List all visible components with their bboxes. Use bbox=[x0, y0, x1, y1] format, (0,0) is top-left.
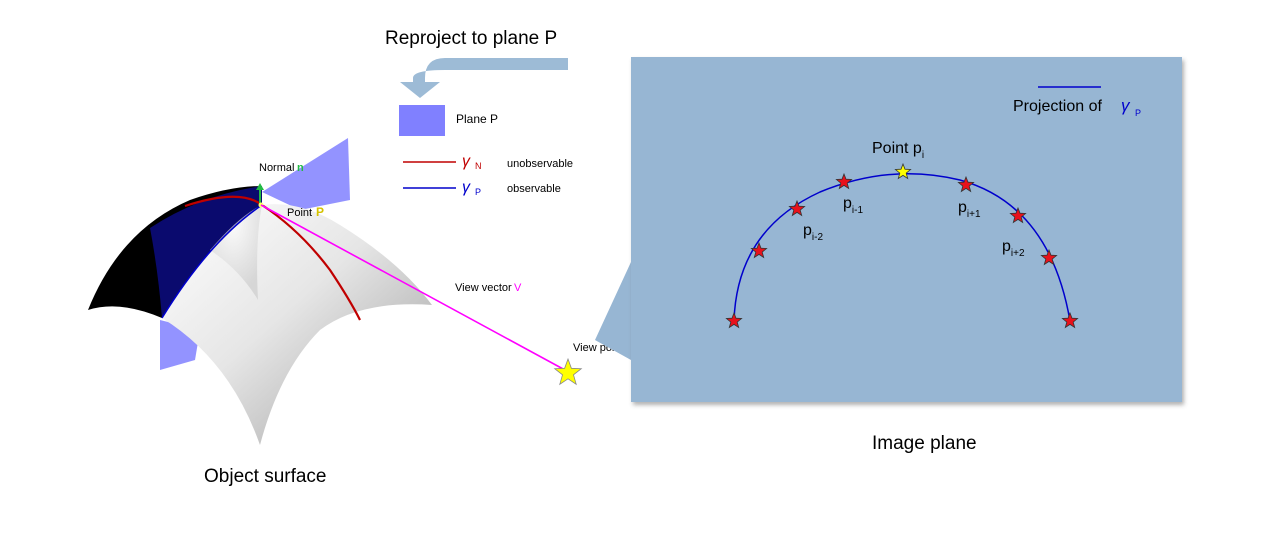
point-label-i-1: pi-1 bbox=[843, 195, 863, 216]
object-surface-caption: Object surface bbox=[204, 466, 327, 487]
point-label-i+1: pi+1 bbox=[958, 199, 981, 220]
current-point-sub: i bbox=[922, 150, 924, 161]
image-plane-callout bbox=[595, 262, 631, 360]
image-plane-caption: Image plane bbox=[872, 433, 977, 454]
projected-point-star bbox=[835, 172, 853, 190]
projected-point-star bbox=[750, 241, 768, 259]
point-label-sub: i+1 bbox=[967, 209, 981, 220]
point-label-sub: i-1 bbox=[852, 205, 864, 216]
arrow-shape bbox=[400, 58, 568, 98]
projected-point-star bbox=[1009, 206, 1027, 224]
current-point-word: Point bbox=[872, 140, 909, 157]
projected-point-star bbox=[1040, 248, 1058, 266]
view-vector-symbol: V bbox=[514, 282, 522, 294]
view-vector-label: View vector bbox=[455, 282, 512, 294]
legend-gamma-p-desc: observable bbox=[507, 183, 561, 195]
legend-plane-label: Plane P bbox=[456, 112, 498, 126]
title: Reproject to plane P bbox=[385, 28, 557, 49]
projected-point-star bbox=[1061, 311, 1079, 329]
point-label-sub: i+2 bbox=[1011, 248, 1025, 259]
normal-label: Normal bbox=[259, 162, 294, 174]
legend: Plane P γ N unobservable γ P observable bbox=[399, 105, 573, 197]
surface-highlight bbox=[210, 205, 262, 300]
normal-arrow-head bbox=[256, 183, 264, 190]
point-label-base: p bbox=[803, 222, 812, 239]
image-plane: Projection of γ P Point pi pi-2 pi-1 pi+… bbox=[595, 57, 1182, 454]
image-plane-panel bbox=[631, 57, 1182, 402]
plane-swatch bbox=[399, 105, 445, 136]
view-vector-line bbox=[260, 204, 566, 371]
point-label-base: p bbox=[958, 199, 967, 216]
plane-slice bbox=[150, 186, 262, 318]
projected-point-star-current bbox=[894, 162, 912, 180]
reproject-arrow bbox=[400, 58, 568, 98]
normal-symbol: n bbox=[297, 162, 304, 174]
legend-gamma-n-sub: N bbox=[475, 161, 482, 171]
legend-gamma-p-sub: P bbox=[475, 187, 481, 197]
projection-legend-label: Projection of bbox=[1013, 98, 1102, 115]
current-point-label: Point pi bbox=[872, 140, 924, 161]
point-label: Point bbox=[287, 207, 312, 219]
legend-gamma-p-symbol: γ bbox=[462, 179, 471, 196]
gamma-n-curve bbox=[184, 195, 361, 321]
point-label-sub: i-2 bbox=[812, 232, 824, 243]
projected-curve bbox=[733, 172, 1071, 322]
plane-upper bbox=[262, 138, 350, 210]
projection-legend-symbol: γ bbox=[1121, 96, 1131, 115]
projected-point-star bbox=[957, 175, 975, 193]
projection-legend-sub: P bbox=[1135, 108, 1141, 118]
legend-gamma-n-desc: unobservable bbox=[507, 158, 573, 170]
projected-points bbox=[725, 162, 1079, 329]
view-point-star bbox=[553, 357, 583, 386]
point-label-base: p bbox=[1002, 238, 1011, 255]
point-label-i-2: pi-2 bbox=[803, 222, 823, 243]
point-symbol: P bbox=[316, 205, 324, 219]
current-point-symbol: p bbox=[913, 140, 922, 157]
projected-point-star bbox=[788, 199, 806, 217]
point-label-i+2: pi+2 bbox=[1002, 238, 1025, 259]
point-label-base: p bbox=[843, 195, 852, 212]
projected-point-star bbox=[725, 311, 743, 329]
gamma-p-curve bbox=[161, 204, 263, 319]
legend-gamma-n-symbol: γ bbox=[462, 153, 471, 170]
